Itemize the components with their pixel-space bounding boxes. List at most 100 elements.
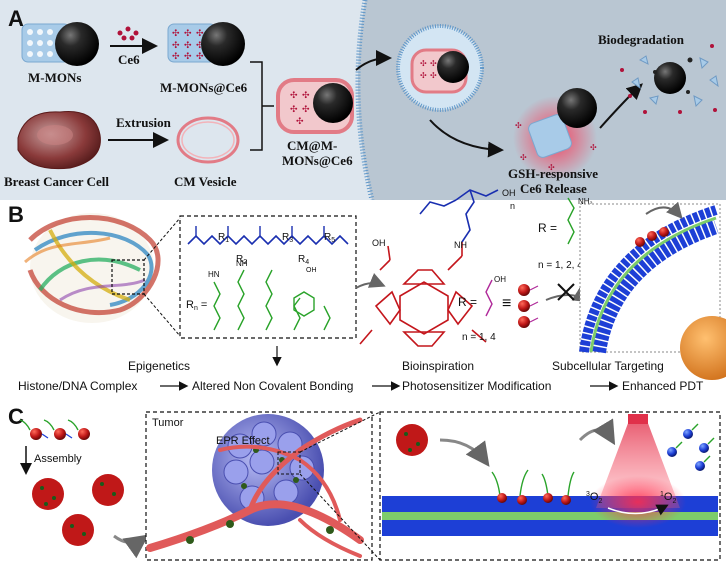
side-chain-structures: [213, 269, 331, 331]
panel-b-letter: B: [8, 202, 24, 227]
enhanced-label: Enhanced PDT: [622, 379, 704, 393]
gsh-label-line2: Ce6 Release: [520, 181, 587, 196]
svg-text:✣: ✣: [420, 71, 427, 80]
svg-text:✣: ✣: [172, 51, 180, 61]
panel-a-letter: A: [8, 6, 24, 31]
ce6-molecules: [117, 26, 139, 41]
svg-text:OH: OH: [502, 188, 516, 198]
svg-text:✣: ✣: [302, 104, 310, 114]
r-eq-acid: R =: [458, 295, 477, 309]
bioinspiration-label: Bioinspiration: [402, 359, 474, 373]
tumor-label: Tumor: [152, 417, 184, 429]
svg-text:✣: ✣: [184, 28, 192, 38]
breast-cancer-cell: [17, 110, 101, 170]
released-particle: ✣ ✣ ✣ ✣: [513, 88, 597, 180]
r5-label: R5: [324, 232, 335, 244]
uptake-arrow: [355, 50, 392, 71]
svg-text:✣: ✣: [420, 59, 427, 68]
cm-mmons-ce6-particle: ✣ ✣ ✣ ✣ ✣: [276, 78, 354, 134]
epr-label: EPR Effect: [216, 435, 270, 447]
subcellular-label: Subcellular Targeting: [552, 359, 664, 373]
svg-text:✣: ✣: [430, 71, 437, 80]
merge-bracket: [250, 61, 274, 151]
svg-text:✣: ✣: [196, 40, 204, 50]
extrusion-label: Extrusion: [116, 115, 172, 130]
n-subscript-label: n: [510, 201, 515, 211]
endosome: ✣✣✣✣: [396, 24, 484, 112]
biodegradation-label: Biodegradation: [598, 32, 685, 47]
epigenetics-label: Epigenetics: [128, 359, 190, 373]
histone-label: Histone/DNA Complex: [18, 379, 137, 393]
svg-text:✣: ✣: [302, 90, 310, 100]
release-arrow: [429, 119, 504, 158]
panel-c: C Assembly Tumor: [8, 404, 721, 561]
svg-text:✣: ✣: [172, 28, 180, 38]
released-fragments: [667, 423, 715, 471]
gsh-label-line1: GSH-responsive: [508, 166, 598, 181]
porphyrin-structure: OH NH OH: [359, 188, 516, 347]
svg-text:✣: ✣: [430, 59, 437, 68]
r-eq-guanidine: R =: [538, 221, 557, 235]
panel-b: B R1 R2 R3 R4 R5 Rn =: [0, 188, 726, 406]
oh-label-acid: OH: [494, 275, 506, 284]
ce6-label: Ce6: [118, 52, 140, 67]
svg-text:OH: OH: [372, 238, 386, 248]
inserted-peptides: [491, 469, 575, 505]
svg-text:✣: ✣: [184, 40, 192, 50]
approaching-nanoparticle: [396, 424, 428, 456]
svg-text:✣: ✣: [520, 153, 527, 162]
svg-text:✣: ✣: [172, 40, 180, 50]
nh-label: NH: [236, 259, 248, 268]
oh-label-peptide: OH: [306, 267, 317, 274]
blood-vessels: [146, 417, 364, 558]
svg-text:✣: ✣: [515, 121, 522, 130]
peptide-inset-box: [179, 215, 357, 339]
mmons-ce6-particle: ✣✣✣ ✣✣✣ ✣✣✣: [167, 22, 245, 66]
altered-label: Altered Non Covalent Bonding: [192, 379, 353, 393]
cm-label-line2: MONs@Ce6: [282, 153, 353, 168]
r1-label: R1: [218, 232, 229, 244]
svg-text:✣: ✣: [290, 104, 298, 114]
cell-membrane: [355, 0, 375, 201]
peptide-assembly-icon-2: [518, 284, 539, 328]
blocked-cross: [557, 283, 575, 301]
peptide-backbone: [187, 226, 349, 246]
panel-a: A M-MONs Ce6 ✣✣✣ ✣✣✣ ✣✣✣: [0, 0, 726, 201]
cm-label-line1: CM@M-: [287, 138, 337, 153]
assembled-nanoparticles: [32, 474, 124, 546]
equiv-symbol-2: ≡: [502, 295, 511, 312]
cm-vesicle: [176, 116, 240, 164]
photosens-label: Photosensitizer Modification: [402, 379, 551, 393]
biodegradation-arrow: [599, 83, 643, 129]
mmons-label: M-MONs: [28, 70, 81, 85]
rn-label: Rn =: [186, 299, 207, 312]
assembly-label: Assembly: [34, 453, 82, 465]
svg-text:✣: ✣: [590, 143, 597, 152]
breast-cancer-label: Breast Cancer Cell: [4, 174, 109, 189]
n-values-1: n = 1, 2, 4, 6, 8: [538, 260, 605, 271]
svg-text:✣: ✣: [296, 116, 304, 126]
svg-text:✣: ✣: [196, 28, 204, 38]
mmons-ce6-label: M-MONs@Ce6: [160, 80, 248, 95]
svg-text:✣: ✣: [548, 163, 555, 172]
histone-dna-structure: [24, 213, 161, 323]
nh2-label: NH₂: [578, 197, 593, 206]
r2-label: R2: [236, 254, 247, 266]
singlet-oxygen-label: 1O2: [660, 491, 676, 505]
r3-label: R3: [282, 232, 293, 244]
mmons-particle: [21, 22, 99, 66]
curved-membrane: [579, 203, 726, 380]
n-values-2: n = 1, 4: [462, 332, 496, 343]
r4-label: R4: [298, 254, 309, 266]
svg-text:✣: ✣: [290, 90, 298, 100]
triplet-oxygen-label: 3O2: [586, 491, 602, 505]
biodegradation-fragments: [620, 44, 719, 114]
svg-text:NH: NH: [454, 240, 467, 250]
hn-label: HN: [208, 270, 220, 279]
svg-text:✣: ✣: [196, 51, 204, 61]
peptide-monomers: [19, 419, 90, 440]
svg-text:✣: ✣: [184, 51, 192, 61]
panel-c-letter: C: [8, 404, 24, 429]
